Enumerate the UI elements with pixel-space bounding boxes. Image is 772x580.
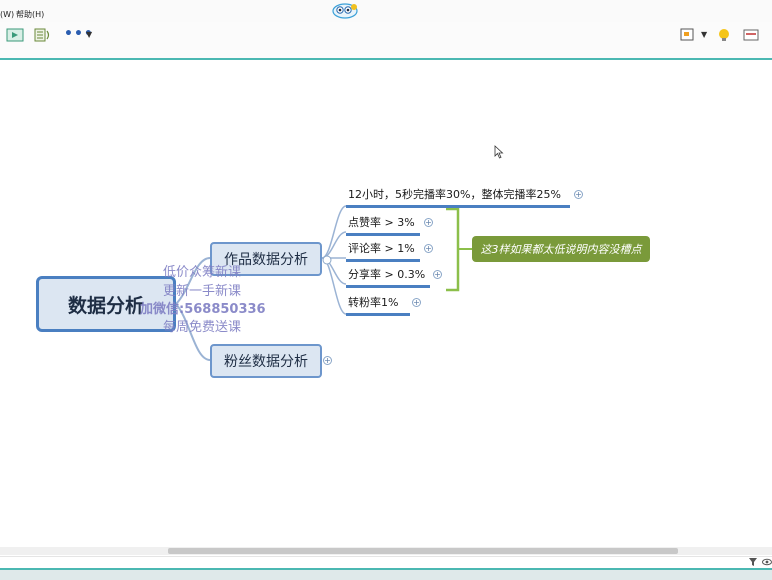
slideshow-dropdown-arrow-icon[interactable]: ▼ xyxy=(701,30,708,39)
summary-topic[interactable]: 这3样如果都太低说明内容没槽点 xyxy=(472,236,650,262)
panel-icon[interactable] xyxy=(742,28,760,42)
expand-plus-icon[interactable]: + xyxy=(424,244,433,253)
presentation-icon[interactable] xyxy=(6,28,24,42)
horizontal-scrollbar-thumb[interactable] xyxy=(168,548,678,554)
subtopic-comment-rate[interactable]: 评论率 > 1% xyxy=(346,241,420,262)
more-dropdown-arrow-icon[interactable]: ▼ xyxy=(86,30,93,39)
menu-item-window[interactable]: (W) xyxy=(0,10,15,19)
expand-plus-icon[interactable]: + xyxy=(424,218,433,227)
watermark-line: 每周免费送课 xyxy=(163,320,242,335)
expand-plus-icon[interactable]: + xyxy=(574,190,583,199)
watermark-line: 加微信:568850336 xyxy=(140,302,266,317)
expand-plus-icon[interactable]: + xyxy=(323,356,332,365)
toolbar-divider xyxy=(0,58,772,60)
status-bar xyxy=(0,556,772,569)
app-logo-icon xyxy=(332,3,358,19)
main-topic-works[interactable]: 作品数据分析 xyxy=(210,242,322,276)
subtopic-completion-rate[interactable]: 12小时，5秒完播率30%，整体完播率25% xyxy=(346,187,570,208)
menu-item-help[interactable]: 帮助(H) xyxy=(16,10,45,19)
slideshow-icon[interactable] xyxy=(679,28,697,42)
mouse-cursor-icon xyxy=(494,145,504,159)
watermark-line: 低价众筹新课 xyxy=(163,265,242,280)
outline-icon[interactable] xyxy=(34,28,52,42)
main-topic-fans[interactable]: 粉丝数据分析 xyxy=(210,344,322,378)
more-icon[interactable]: ••• xyxy=(64,26,94,42)
subtopic-like-rate[interactable]: 点赞率 > 3% xyxy=(346,215,420,236)
bottom-panel-strip xyxy=(0,568,772,580)
filter-icon[interactable] xyxy=(748,557,758,567)
eye-icon[interactable] xyxy=(762,557,772,567)
expand-plus-icon[interactable]: + xyxy=(412,298,421,307)
lightbulb-icon[interactable] xyxy=(715,28,733,42)
subtopic-share-rate[interactable]: 分享率 > 0.3% xyxy=(346,267,430,288)
expand-plus-icon[interactable]: + xyxy=(433,270,442,279)
menu-bar: (W) 帮助(H) xyxy=(0,0,772,22)
toolbar xyxy=(0,22,772,58)
watermark-line: 更新一手新课 xyxy=(163,284,242,299)
central-topic[interactable]: 数据分析 xyxy=(36,276,176,332)
subtopic-follow-rate[interactable]: 转粉率1% xyxy=(346,295,410,316)
